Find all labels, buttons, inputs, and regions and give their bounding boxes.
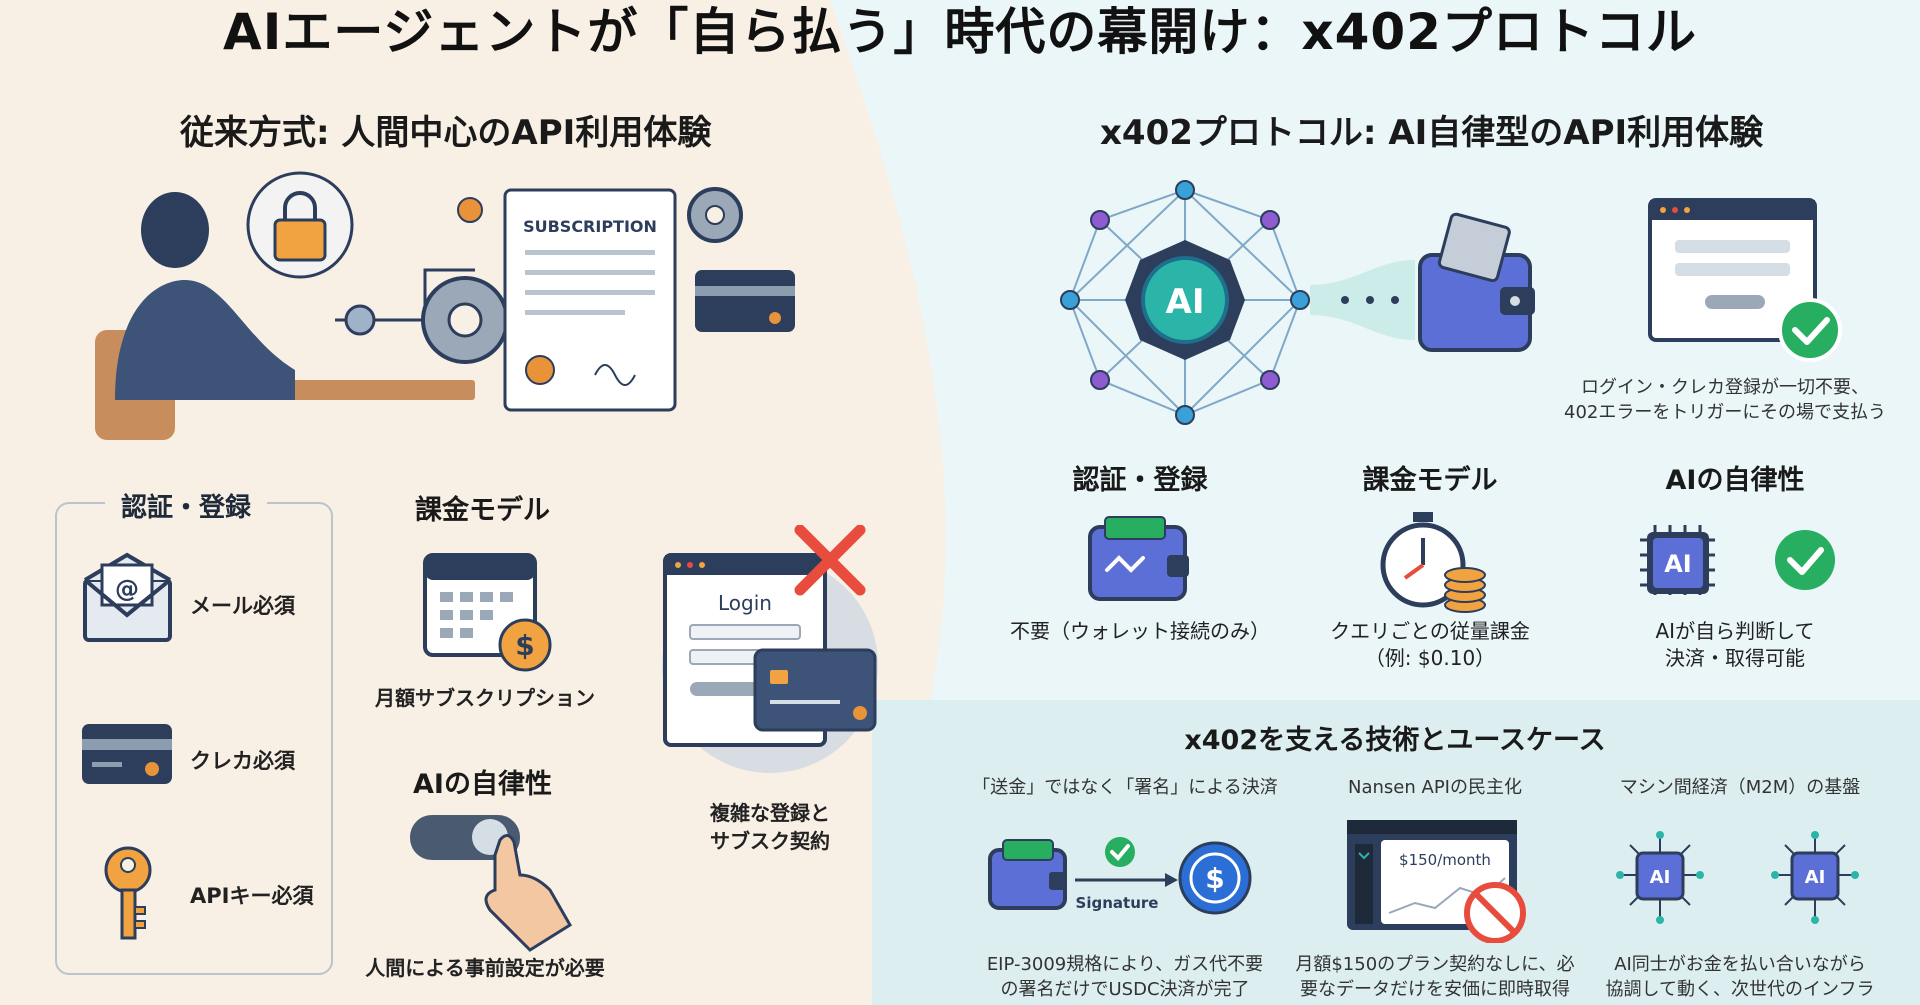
subscription-label: SUBSCRIPTION	[523, 217, 657, 236]
browser-check-icon	[1648, 198, 1842, 362]
svg-text:$: $	[1205, 862, 1224, 895]
chip-label: AI	[1664, 550, 1692, 578]
ai-network-wallet-illustration: AI	[1060, 180, 1535, 425]
credit-card-icon	[82, 724, 172, 784]
hand-toggle-icon	[410, 815, 573, 952]
m2m-ai-chips-icon: AI AI	[1616, 831, 1859, 924]
case-2-desc-2: 要なデータだけを安価に即時取得	[1300, 979, 1570, 1000]
price-tag: $150/month	[1399, 851, 1491, 869]
case-2-title: Nansen APIの民主化	[1348, 777, 1522, 798]
right-billing-caption-1: クエリごとの従量課金	[1330, 619, 1530, 643]
case-3-desc-1: AI同士がお金を払い合いながら	[1614, 954, 1866, 975]
login-caption-1: 複雑な登録と	[710, 801, 830, 825]
human-workflow-illustration: SUBSCRIPTION	[95, 171, 795, 440]
login-window: Login	[662, 525, 878, 773]
svg-text:@: @	[115, 575, 139, 603]
right-auth-caption: 不要（ウォレット接続のみ）	[1010, 619, 1270, 643]
right-heading: x402プロトコル: AI自律型のAPI利用体験	[1100, 113, 1764, 153]
left-billing-caption: 月額サブスクリプション	[375, 686, 595, 710]
mail-icon: @	[83, 552, 172, 642]
right-top-caption-2: 402エラーをトリガーにその場で支払う	[1564, 402, 1886, 423]
key-icon	[104, 846, 152, 940]
signature-label: Signature	[1076, 894, 1159, 912]
case-1-desc-1: EIP-3009規格により、ガス代不要	[986, 954, 1264, 975]
right-autonomy-caption-2: 決済・取得可能	[1665, 646, 1805, 670]
left-billing-title: 課金モデル	[415, 495, 550, 526]
left-autonomy-caption: 人間による事前設定が必要	[365, 956, 605, 980]
left-autonomy-title: AIの自律性	[413, 769, 552, 800]
login-caption-2: サブスク契約	[710, 829, 830, 853]
wallet-icon	[1088, 516, 1189, 601]
ai-chip-check-icon: AI	[1640, 525, 1835, 595]
auth-item-apikey: APIキー必須	[190, 884, 314, 908]
case-3-title: マシン間経済（M2M）の基盤	[1619, 777, 1861, 798]
case-1-title: 「送金」ではなく「署名」による決済	[972, 777, 1278, 798]
right-autonomy-title: AIの自律性	[1665, 465, 1805, 496]
case-2-desc-1: 月額$150のプラン契約なしに、必	[1295, 954, 1575, 975]
ai-hub-label: AI	[1166, 282, 1205, 322]
main-title: AIエージェントが「自ら払う」時代の幕開け：x402プロトコル	[223, 3, 1697, 61]
right-billing-caption-2: （例: $0.10）	[1364, 646, 1496, 670]
auth-item-email: メール必須	[190, 594, 295, 618]
right-billing-title: 課金モデル	[1362, 465, 1498, 496]
left-auth-title: 認証・登録	[105, 487, 268, 524]
nansen-dashboard-icon: $150/month	[1347, 820, 1526, 943]
right-auth-title: 認証・登録	[1072, 465, 1208, 496]
chip-label-2: AI	[1805, 867, 1826, 888]
login-label: Login	[718, 591, 772, 615]
left-heading: 従来方式: 人間中心のAPI利用体験	[180, 113, 712, 153]
right-top-caption-1: ログイン・クレカ登録が一切不要、	[1581, 377, 1869, 398]
svg-text:$: $	[515, 629, 534, 662]
right-autonomy-caption-1: AIが自ら判断して	[1655, 619, 1815, 643]
stopwatch-coins-icon	[1380, 512, 1486, 613]
bottom-heading: x402を支える技術とユースケース	[1184, 725, 1606, 756]
case-3-desc-2: 協調して動く、次世代のインフラ	[1605, 979, 1875, 1000]
signature-payment-icon: Signature $	[988, 837, 1252, 915]
case-1-desc-2: の署名だけでUSDC決済が完了	[1000, 979, 1250, 1000]
auth-item-card: クレカ必須	[190, 749, 295, 773]
chip-label-1: AI	[1650, 867, 1671, 888]
calendar-icon: $	[423, 553, 552, 672]
